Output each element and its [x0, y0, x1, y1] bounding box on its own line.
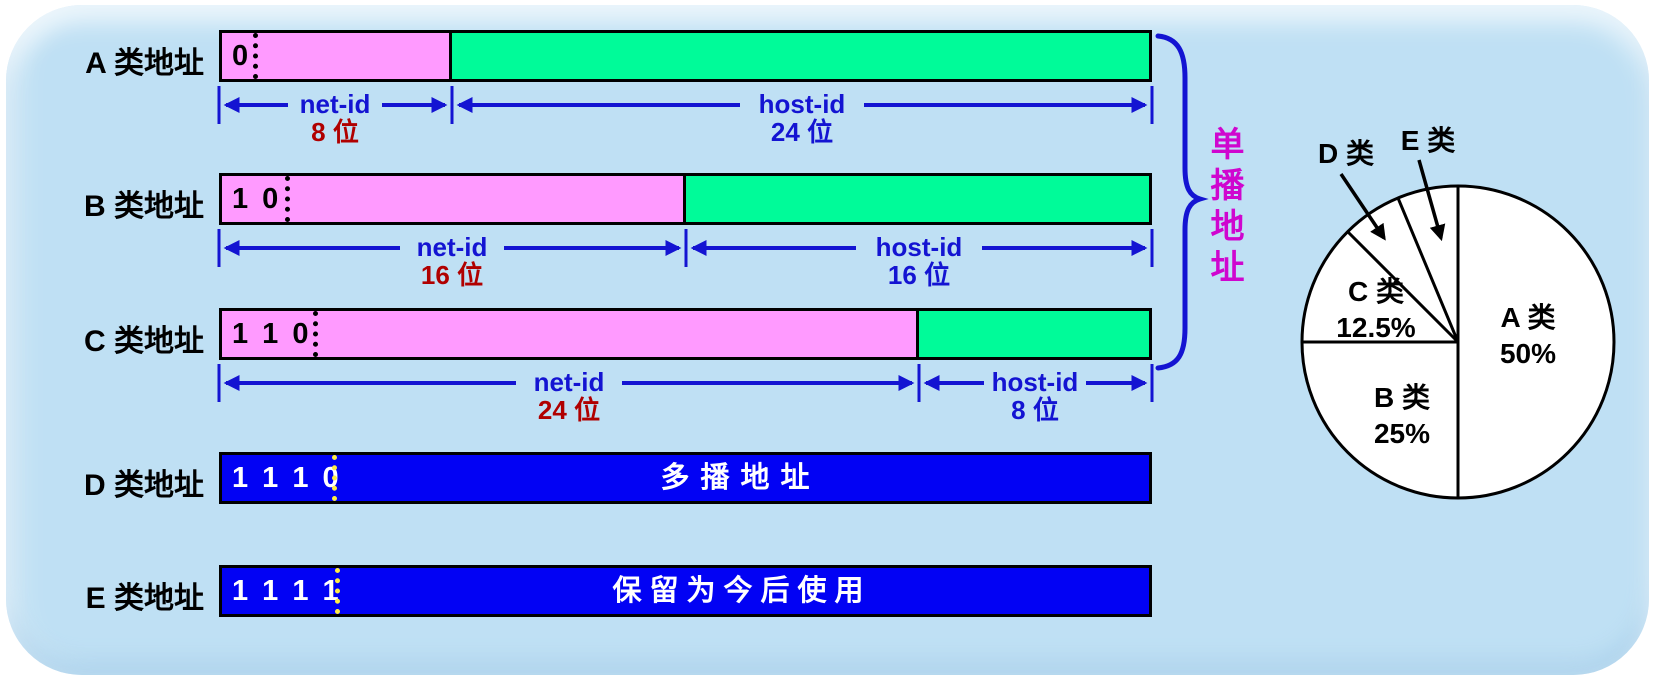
bar-class-a: 0: [219, 30, 1152, 82]
prefix-divider-d: [332, 455, 337, 501]
row-label-class-a: A 类地址: [85, 47, 204, 80]
pie-label-class-a: A 类 50%: [1468, 300, 1588, 372]
bar-class-e: 1 1 1 1 保留为今后使用: [219, 565, 1152, 617]
reserved-text: 保留为今后使用: [612, 575, 872, 607]
net-id-bits-c: 24 位: [537, 395, 601, 425]
host-id-bits-a: 24 位: [770, 117, 834, 147]
host-id-label-a: host-id: [758, 89, 846, 119]
net-id-label-b: net-id: [416, 232, 488, 262]
host-id-label-b: host-id: [875, 232, 963, 262]
host-id-segment-c: [919, 311, 1149, 357]
bar-class-b: 1 0: [219, 173, 1152, 225]
pie-callout-class-d: D 类: [1317, 138, 1374, 169]
prefix-bits-d: 1 1 1 0: [232, 462, 342, 494]
row-label-class-b: B 类地址: [84, 190, 204, 223]
net-id-label-c: net-id: [533, 367, 605, 397]
prefix-divider-a: [253, 33, 258, 79]
prefix-bits-e: 1 1 1 1: [232, 575, 342, 607]
host-id-label-c: host-id: [991, 367, 1079, 397]
multicast-text: 多播地址: [660, 462, 821, 494]
host-id-segment-b: [686, 176, 1149, 222]
pie-label-a-pct: 50%: [1499, 338, 1557, 369]
bar-class-c: 1 1 0: [219, 308, 1152, 360]
row-label-class-d: D 类地址: [84, 469, 204, 502]
pie-label-class-b: B 类 25%: [1342, 380, 1462, 452]
host-id-segment-a: [452, 33, 1149, 79]
prefix-divider-e: [335, 568, 340, 614]
pie-label-class-c: C 类 12.5%: [1316, 274, 1436, 346]
net-id-bits-b: 16 位: [420, 260, 484, 290]
host-id-bits-b: 16 位: [887, 260, 951, 290]
pie-callout-class-e: E 类: [1400, 125, 1456, 156]
prefix-bits-a: 0: [232, 40, 252, 72]
net-id-segment-b: 1 0: [222, 176, 686, 222]
net-id-label-a: net-id: [299, 89, 371, 119]
pie-label-c-name: C 类: [1347, 276, 1404, 307]
net-id-segment-c: 1 1 0: [222, 311, 919, 357]
pie-label-b-pct: 25%: [1373, 418, 1431, 449]
host-id-bits-c: 8 位: [1011, 395, 1059, 425]
pie-label-b-name: B 类: [1373, 382, 1430, 413]
prefix-bits-c: 1 1 0: [232, 318, 312, 350]
net-id-bits-a: 8 位: [311, 117, 359, 147]
row-label-class-e: E 类地址: [85, 582, 204, 615]
prefix-bits-b: 1 0: [232, 183, 282, 215]
row-label-class-c: C 类地址: [84, 325, 204, 358]
prefix-divider-c: [313, 311, 318, 357]
prefix-divider-b: [285, 176, 290, 222]
pie-label-a-name: A 类: [1500, 302, 1556, 333]
pie-label-c-pct: 12.5%: [1336, 312, 1416, 343]
bar-class-d: 1 1 1 0 多播地址: [219, 452, 1152, 504]
unicast-address-label: 单播地址: [1205, 126, 1243, 290]
net-id-segment-a: 0: [222, 33, 452, 79]
